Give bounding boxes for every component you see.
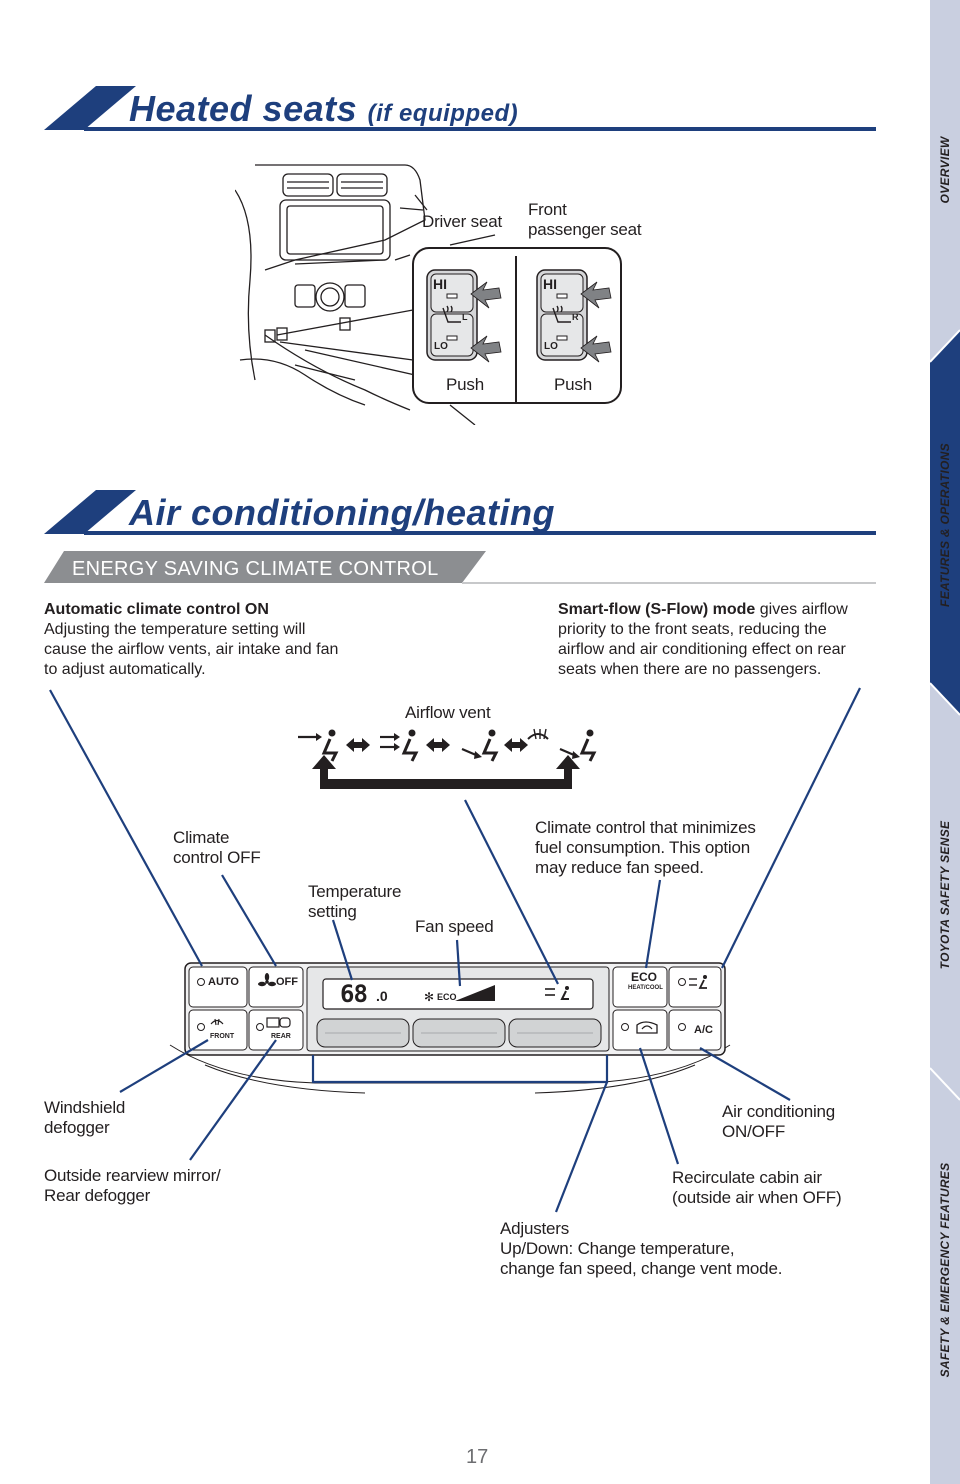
ac-button-shape	[668, 1009, 722, 1051]
airflow-vent-diagram	[298, 728, 597, 789]
sflow-icon	[689, 975, 707, 989]
lo-label-left: LO	[434, 341, 448, 352]
side-label-right: R	[572, 312, 579, 322]
display-fan-icon: ✻	[424, 990, 435, 1004]
front-defog-button-shape	[188, 1009, 248, 1051]
sflow-text: gives airflow priority to the front seat…	[558, 601, 848, 678]
push-arrow-hi-left	[470, 281, 502, 309]
push-arrow-hi-right	[580, 281, 612, 309]
sidebar-label-features[interactable]: FEATURES & OPERATIONS	[938, 443, 952, 607]
sidebar-tab-overview	[930, 0, 960, 362]
driver-seat-label: Driver seat	[422, 212, 502, 231]
sflow-button-shape	[668, 966, 722, 1008]
rear-defrost-icon	[266, 1017, 291, 1028]
climate-off-label: Climate control OFF	[173, 828, 261, 867]
heated-seats-illustration	[235, 164, 622, 425]
front-defrost-icon	[210, 1018, 224, 1026]
hi-label-left: HI	[433, 276, 447, 292]
recirculate-label: Recirculate cabin air (outside air when …	[672, 1168, 842, 1207]
temperature-setting-label: Temperature setting	[308, 882, 402, 921]
side-label-left: L	[462, 312, 468, 322]
sidebar-label-overview[interactable]: OVERVIEW	[938, 136, 952, 204]
push-label-left: Push	[446, 375, 484, 394]
auto-on-title: Automatic climate control ON	[44, 601, 269, 618]
adjusters-label: Adjusters Up/Down: Change temperature, c…	[500, 1219, 783, 1278]
eco-button-shape	[612, 966, 668, 1008]
heated-seats-title: Heated seats (if equipped)	[129, 88, 519, 129]
display-eco-label: ECO	[437, 992, 457, 1002]
display-temperature: 68	[340, 980, 368, 1008]
sidebar-label-safety-sense[interactable]: TOYOTA SAFETY SENSE	[938, 820, 952, 970]
eco-description-label: Climate control that minimizes fuel cons…	[535, 818, 756, 877]
off-button-shape	[248, 966, 304, 1008]
push-arrow-lo-left	[470, 335, 502, 363]
push-arrow-lo-right	[580, 335, 612, 363]
vent-mode-feet-icon	[461, 729, 499, 762]
sflow-title: Smart-flow (S-Flow) mode	[558, 601, 756, 618]
energy-saving-subsection-title: ENERGY SAVING CLIMATE CONTROL	[72, 558, 439, 580]
eco-button[interactable]: ECO	[631, 970, 658, 984]
push-label-right: Push	[554, 375, 592, 394]
sidebar-tab-safety-sense	[930, 683, 960, 1100]
front-passenger-seat-label: Front passenger seat	[528, 200, 642, 239]
front-defogger-button[interactable]: FRONT	[210, 1033, 235, 1040]
sidebar-tab-emergency	[930, 1068, 960, 1484]
air-conditioning-header: Air conditioning/heating	[44, 490, 876, 535]
lo-label-right: LO	[544, 341, 558, 352]
air-conditioning-title: Air conditioning/heating	[129, 492, 555, 533]
fan-icon	[258, 973, 276, 987]
double-arrow-1	[346, 738, 370, 752]
ac-button[interactable]: A/C	[694, 1024, 713, 1036]
sidebar-label-emergency[interactable]: SAFETY & EMERGENCY FEATURES	[938, 1162, 952, 1378]
hi-label-right: HI	[543, 276, 557, 292]
energy-saving-tab-shape	[44, 551, 876, 584]
recirculate-icon	[636, 1021, 658, 1034]
airflow-vent-label: Airflow vent	[405, 703, 491, 722]
recirculate-button-shape	[612, 1009, 668, 1051]
rear-defogger-label: Outside rearview mirror/ Rear defogger	[44, 1166, 221, 1205]
ac-onoff-label: Air conditioning ON/OFF	[722, 1102, 836, 1141]
cycle-arrow	[312, 755, 580, 789]
eco-heat-cool-label: HEAT/COOL	[628, 985, 663, 991]
windshield-defogger-label: Windshield defogger	[44, 1098, 126, 1137]
display-temperature-decimal: .0	[376, 988, 388, 1004]
auto-button-shape	[188, 966, 248, 1008]
sidebar-nav	[930, 0, 960, 1484]
heated-seats-header: Heated seats (if equipped)	[44, 86, 876, 131]
double-arrow-2	[426, 738, 450, 752]
fan-speed-label: Fan speed	[415, 917, 494, 936]
climate-off-button[interactable]: OFF	[276, 976, 298, 988]
auto-on-text: Adjusting the temperature setting will c…	[44, 621, 339, 678]
page-number: 17	[466, 1446, 489, 1468]
vent-mode-bilevel-icon	[380, 729, 419, 762]
rear-defogger-button[interactable]: REAR	[271, 1033, 291, 1040]
rear-defog-button-shape	[248, 1009, 304, 1051]
double-arrow-3	[504, 738, 528, 752]
vent-mode-defrost-feet-icon	[527, 728, 597, 762]
heated-seats-title-suffix: (if equipped)	[367, 100, 519, 127]
sflow-description: Smart-flow (S-Flow) mode gives airflow p…	[558, 600, 876, 680]
sidebar-tab-features	[930, 330, 960, 715]
auto-button[interactable]: AUTO	[208, 976, 239, 988]
auto-on-description: Automatic climate control ON Adjusting t…	[44, 600, 344, 680]
vent-mode-face-icon	[298, 729, 339, 762]
climate-control-panel	[169, 962, 731, 1094]
